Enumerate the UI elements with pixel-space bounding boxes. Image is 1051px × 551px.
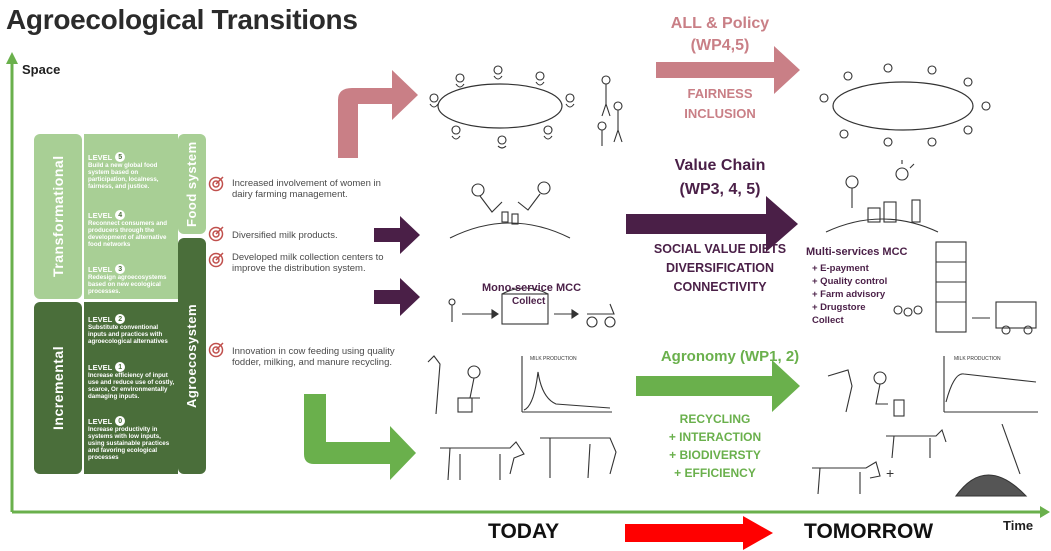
policy-keyword: INCLUSION bbox=[684, 106, 756, 121]
outcome-cow-feeding: Innovation in cow feeding using quality … bbox=[232, 346, 395, 368]
page-title: Agroecological Transitions bbox=[6, 4, 358, 35]
transformational-bar bbox=[34, 134, 82, 299]
agronomy-keyword: + EFFICIENCY bbox=[674, 466, 756, 480]
agronomy-keyword: RECYCLING bbox=[679, 412, 751, 426]
multi-mcc-title: Multi-services MCC bbox=[806, 246, 908, 258]
tomorrow-label: TOMORROW bbox=[804, 520, 934, 543]
agronomy-title: Agronomy (WP1, 2) bbox=[660, 348, 800, 365]
mono-mcc-collect: Collect bbox=[512, 296, 546, 307]
dairy-women-sketch bbox=[449, 181, 571, 239]
value-chain-keyword: DIVERSIFICATION bbox=[665, 261, 775, 275]
milk-chart-tomorrow bbox=[943, 356, 1038, 413]
milk-chart-today bbox=[521, 356, 612, 413]
incremental-bar bbox=[34, 302, 82, 474]
women-market-sketch bbox=[825, 160, 939, 233]
target-icon bbox=[208, 252, 224, 268]
target-icon bbox=[208, 176, 224, 192]
people-sketch bbox=[597, 75, 623, 146]
outcome-collection-centers: Developed milk collection centers to imp… bbox=[232, 252, 384, 274]
policy-keyword: FAIRNESS bbox=[687, 86, 753, 101]
round-table-sketch-tomorrow bbox=[819, 63, 991, 147]
mono-mcc-title: Mono-service MCC bbox=[482, 282, 582, 294]
farmer-sketch bbox=[427, 355, 481, 415]
svg-text:+: + bbox=[886, 465, 894, 481]
cows-sketch-today bbox=[440, 437, 617, 481]
cows-compost-sketch-tomorrow: + bbox=[812, 424, 1028, 497]
multi-mcc-building-sketch bbox=[893, 241, 1037, 335]
milk-chart-label-tomorrow: MILK PRODUCTION bbox=[954, 356, 1001, 362]
multi-mcc-services: + E-payment + Quality control + Farm adv… bbox=[812, 262, 887, 327]
policy-title: ALL & Policy bbox=[670, 15, 770, 32]
y-axis-label: Space bbox=[22, 62, 61, 77]
multi-mcc-item: + E-payment bbox=[812, 263, 869, 274]
target-icon bbox=[208, 342, 224, 358]
outcome-women: Increased involvement of women in dairy … bbox=[232, 178, 381, 200]
multi-mcc-item: + Farm advisory bbox=[812, 289, 886, 300]
today-label: TODAY bbox=[488, 520, 560, 543]
farmer-sketch-tomorrow bbox=[827, 369, 905, 417]
value-chain-keyword: CONNECTIVITY bbox=[673, 280, 767, 294]
mono-mcc-sketch bbox=[448, 287, 616, 328]
level-panel-light bbox=[84, 134, 178, 299]
x-axis-label: Time bbox=[1003, 518, 1034, 533]
agronomy-keyword: + BIODIVERSTY bbox=[669, 448, 761, 462]
outcome-milk-products: Diversified milk products. bbox=[232, 230, 338, 241]
value-chain-title: Value Chain bbox=[674, 157, 766, 174]
target-icon bbox=[208, 226, 224, 242]
multi-mcc-item: + Drugstore bbox=[812, 302, 866, 313]
milk-chart-label-today: MILK PRODUCTION bbox=[530, 356, 577, 362]
round-table-sketch-today bbox=[429, 65, 575, 149]
multi-mcc-item: Collect bbox=[812, 315, 844, 326]
agroecosystem-bar bbox=[178, 238, 206, 474]
value-chain-wp: (WP3, 4, 5) bbox=[679, 181, 761, 198]
timeline-arrow bbox=[625, 516, 773, 550]
value-chain-keyword: SOCIAL VALUE DIETS bbox=[653, 242, 787, 256]
level-panel-dark bbox=[84, 302, 178, 474]
multi-mcc-item: + Quality control bbox=[812, 276, 888, 287]
food-system-bar bbox=[178, 134, 206, 234]
policy-wp: (WP4,5) bbox=[690, 37, 750, 54]
agronomy-keyword: + INTERACTION bbox=[668, 430, 762, 444]
